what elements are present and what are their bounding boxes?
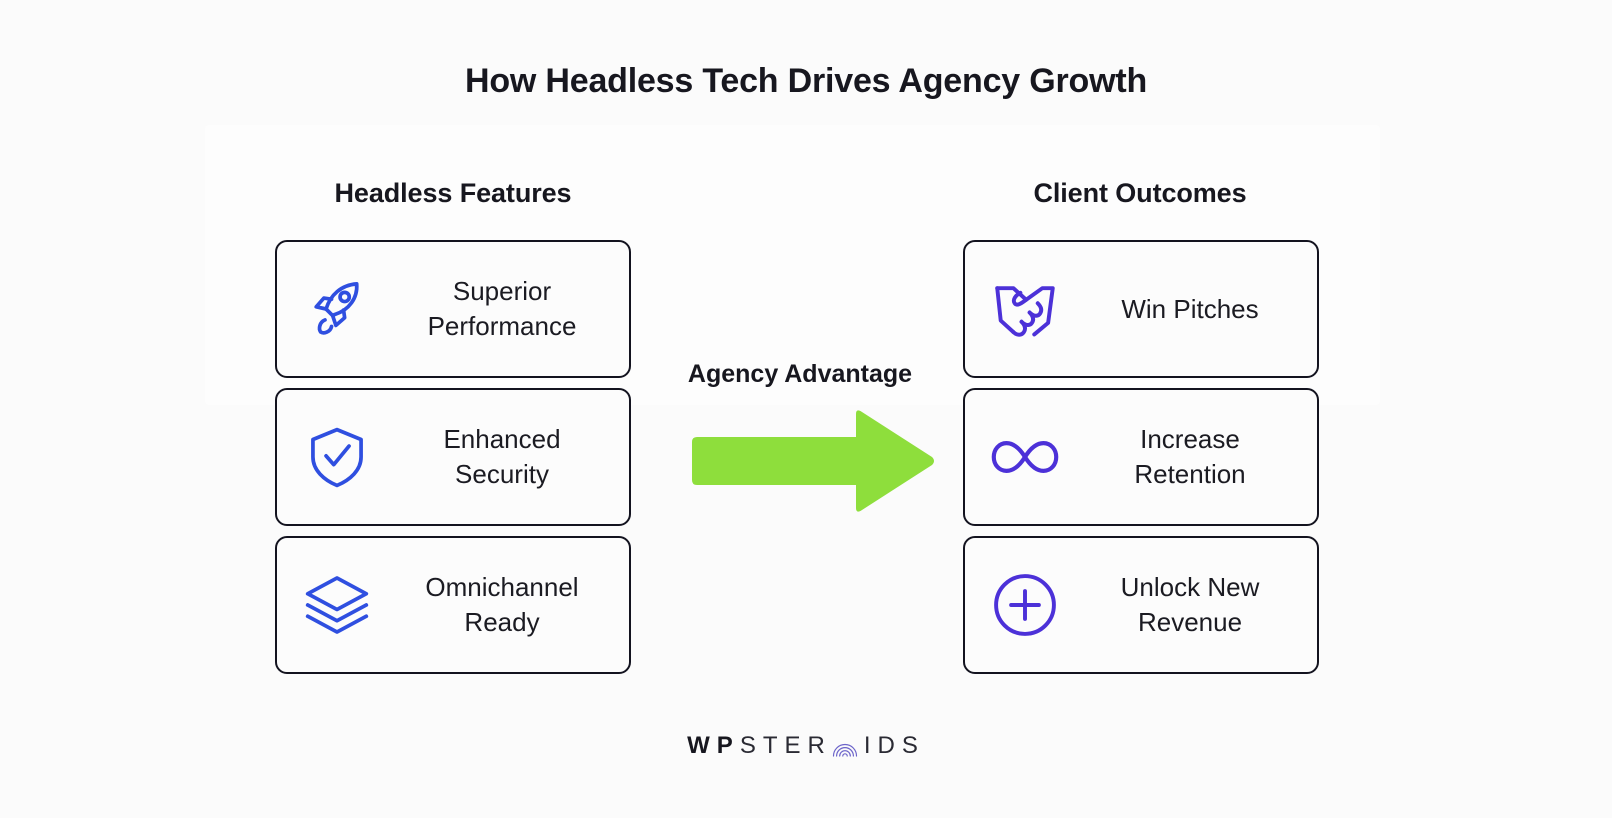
outcome-card-win-pitches[interactable]: Win Pitches — [963, 240, 1319, 378]
plus-circle-icon — [987, 567, 1063, 643]
outcome-card-label: Unlock New Revenue — [1120, 572, 1260, 637]
rocket-icon — [299, 271, 375, 347]
brand-logo-ster: STER — [739, 732, 832, 759]
infinity-icon — [987, 419, 1063, 495]
outcome-card-increase-retention[interactable]: Increase Retention — [963, 388, 1319, 526]
shield-check-icon — [299, 419, 375, 495]
feature-card-omnichannel-ready[interactable]: Omnichannel Ready — [275, 536, 631, 674]
concentric-arcs-o-icon — [832, 734, 858, 760]
outcome-card-label: Increase Retention — [1134, 424, 1246, 489]
feature-card-label: Enhanced Security — [443, 424, 561, 489]
right-arrow-icon — [688, 408, 936, 514]
feature-card-label: Omnichannel Ready — [425, 572, 579, 637]
feature-card-enhanced-security[interactable]: Enhanced Security — [275, 388, 631, 526]
brand-logo: WP STER IDS — [0, 732, 1612, 760]
brand-logo-ids: IDS — [863, 732, 925, 759]
outcome-card-label: Win Pitches — [1121, 293, 1259, 324]
layers-icon — [299, 567, 375, 643]
page-title: How Headless Tech Drives Agency Growth — [464, 62, 1148, 100]
handshake-icon — [987, 271, 1063, 347]
left-column-heading: Headless Features — [334, 178, 572, 208]
agency-advantage-label: Agency Advantage — [687, 360, 913, 388]
feature-card-superior-performance[interactable]: Superior Performance — [275, 240, 631, 378]
right-column-heading: Client Outcomes — [1033, 178, 1247, 208]
outcome-card-unlock-new-revenue[interactable]: Unlock New Revenue — [963, 536, 1319, 674]
brand-logo-wp: WP — [687, 732, 740, 759]
feature-card-label: Superior Performance — [427, 276, 577, 341]
